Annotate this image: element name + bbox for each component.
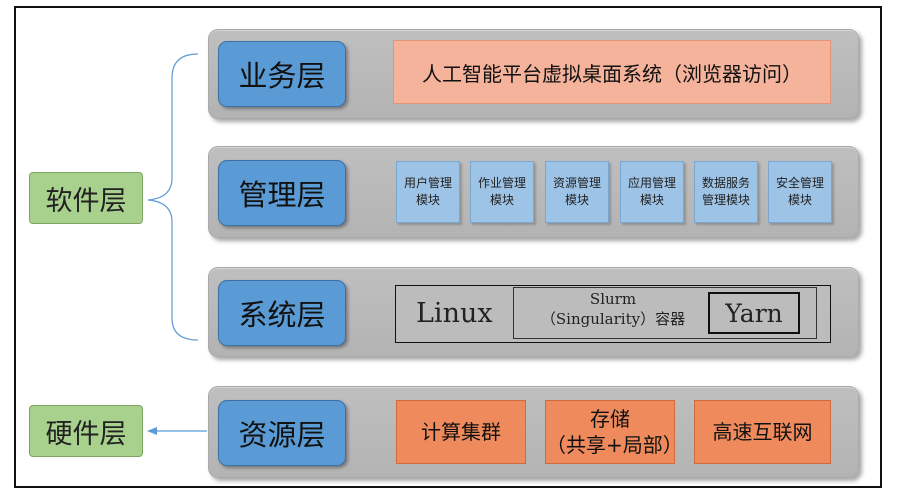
slurm-label: Slurm （Singularity）容器: [540, 290, 686, 328]
slurm-container-box: [513, 287, 817, 339]
module-resource: 资源管理 模块: [545, 161, 609, 223]
module-security: 安全管理 模块: [768, 161, 832, 223]
high-speed-network-box: 高速互联网: [694, 400, 831, 464]
storage-box: 存储 （共享+局部）: [545, 400, 683, 464]
software-brace: [147, 53, 199, 341]
linux-label: Linux: [416, 297, 493, 329]
module-application: 应用管理 模块: [620, 161, 684, 223]
management-layer-label: 管理层: [218, 160, 346, 226]
business-layer-label: 业务层: [218, 41, 346, 107]
yarn-label: Yarn: [708, 292, 800, 334]
hardware-arrow-head: [147, 427, 157, 435]
resource-layer-label: 资源层: [218, 400, 346, 466]
software-layer-label: 软件层: [29, 172, 143, 224]
hardware-layer-label: 硬件层: [29, 405, 143, 457]
compute-cluster-box: 计算集群: [396, 400, 526, 464]
virtual-desktop-app: 人工智能平台虚拟桌面系统（浏览器访问）: [393, 40, 831, 104]
system-layer-label: 系统层: [218, 280, 346, 346]
module-user: 用户管理 模块: [396, 161, 460, 223]
module-data-service: 数据服务 管理模块: [694, 161, 758, 223]
module-job: 作业管理 模块: [470, 161, 534, 223]
